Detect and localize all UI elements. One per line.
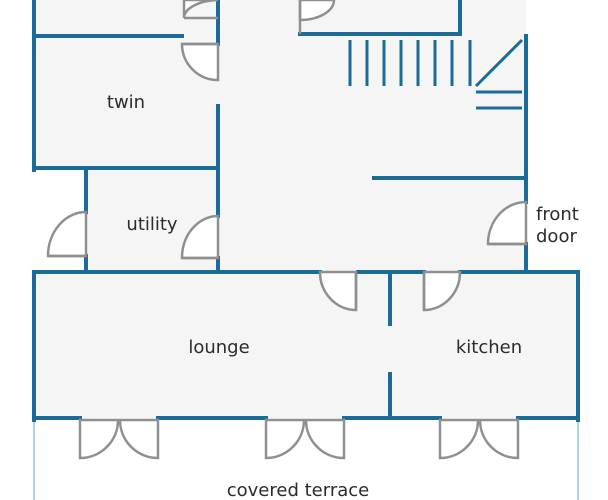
doors: [46, 0, 528, 460]
room-label-lounge: lounge: [188, 337, 249, 358]
room-label-utility: utility: [126, 214, 178, 235]
walls: [32, 0, 580, 422]
room-label-twin: twin: [107, 92, 145, 113]
room-label-kitchen: kitchen: [456, 337, 522, 358]
terrace-posts: [33, 420, 579, 500]
front-door-label-line2: door: [536, 226, 577, 247]
staircase: [348, 38, 524, 110]
front-door-label-line1: front: [536, 204, 579, 225]
room-label-covered-terrace: covered terrace: [227, 480, 369, 500]
